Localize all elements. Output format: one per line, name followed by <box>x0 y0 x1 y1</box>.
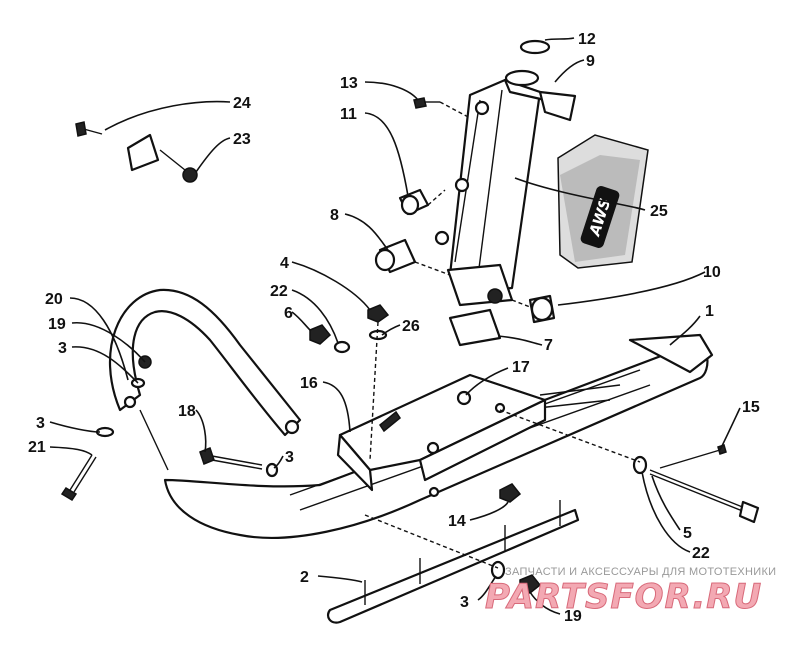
ski-loop <box>109 288 302 437</box>
callout-9: 9 <box>586 53 595 70</box>
spindle-housing <box>434 69 577 307</box>
callout-26: 26 <box>402 318 420 335</box>
callout-labels: 12 9 13 11 24 23 25 8 10 4 22 6 26 7 20 … <box>28 31 760 625</box>
bolt-21 <box>60 426 115 502</box>
callout-11: 11 <box>340 106 357 123</box>
callout-15: 15 <box>742 399 760 416</box>
callout-7: 7 <box>544 337 553 354</box>
nut-6 <box>309 324 332 345</box>
leader-lines <box>49 37 741 615</box>
callout-19-bottom: 19 <box>564 608 582 625</box>
washer-3-bottom <box>490 560 506 580</box>
callout-18: 18 <box>178 403 196 420</box>
callout-22-upper: 22 <box>270 283 288 300</box>
washer-22-upper <box>333 340 351 354</box>
callout-24: 24 <box>233 95 251 112</box>
callout-5: 5 <box>683 525 692 542</box>
bolt-5 <box>632 444 760 524</box>
watermark-tagline: ЗАПЧАСТИ И АКСЕССУАРЫ ДЛЯ МОТОТЕХНИКИ <box>505 566 776 578</box>
small-bolt <box>413 97 440 109</box>
spindle-cap <box>519 39 551 55</box>
callout-10: 10 <box>703 264 721 281</box>
wear-bar <box>326 500 580 624</box>
callout-12: 12 <box>578 31 596 48</box>
wear-pad <box>448 308 502 347</box>
ski-saddle <box>336 373 547 498</box>
callout-19-upper: 19 <box>48 316 66 333</box>
callout-16: 16 <box>300 375 318 392</box>
callout-13: 13 <box>340 75 358 92</box>
bushing-upper <box>398 188 430 216</box>
callout-22-lower: 22 <box>692 545 710 562</box>
clamp-assembly <box>75 121 198 183</box>
bolt-18 <box>199 447 279 478</box>
callout-3-upper: 3 <box>58 340 67 357</box>
callout-3-left: 3 <box>36 415 45 432</box>
callout-4: 4 <box>280 255 289 272</box>
bushing-lower <box>374 238 417 274</box>
assembly-axes <box>139 101 641 569</box>
callout-21: 21 <box>28 439 46 456</box>
callout-1: 1 <box>705 303 714 320</box>
callout-3-bottom: 3 <box>460 594 469 611</box>
nut-4 <box>367 304 390 323</box>
watermark: ЗАПЧАСТИ И АКСЕССУАРЫ ДЛЯ МОТОТЕХНИКИ PA… <box>485 566 777 618</box>
callout-2: 2 <box>300 569 309 586</box>
callout-20: 20 <box>45 291 63 308</box>
callout-3-middle: 3 <box>285 449 294 466</box>
bushing-right <box>528 294 556 324</box>
callout-8: 8 <box>330 207 339 224</box>
callout-6: 6 <box>284 305 293 322</box>
watermark-logo: PARTSFOR.RU <box>485 577 762 617</box>
nut-19-bottom <box>519 574 542 594</box>
callout-25: 25 <box>650 203 668 220</box>
callout-17: 17 <box>512 359 530 376</box>
callout-23: 23 <box>233 131 251 148</box>
callout-14: 14 <box>448 513 466 530</box>
nut-14 <box>499 483 522 503</box>
